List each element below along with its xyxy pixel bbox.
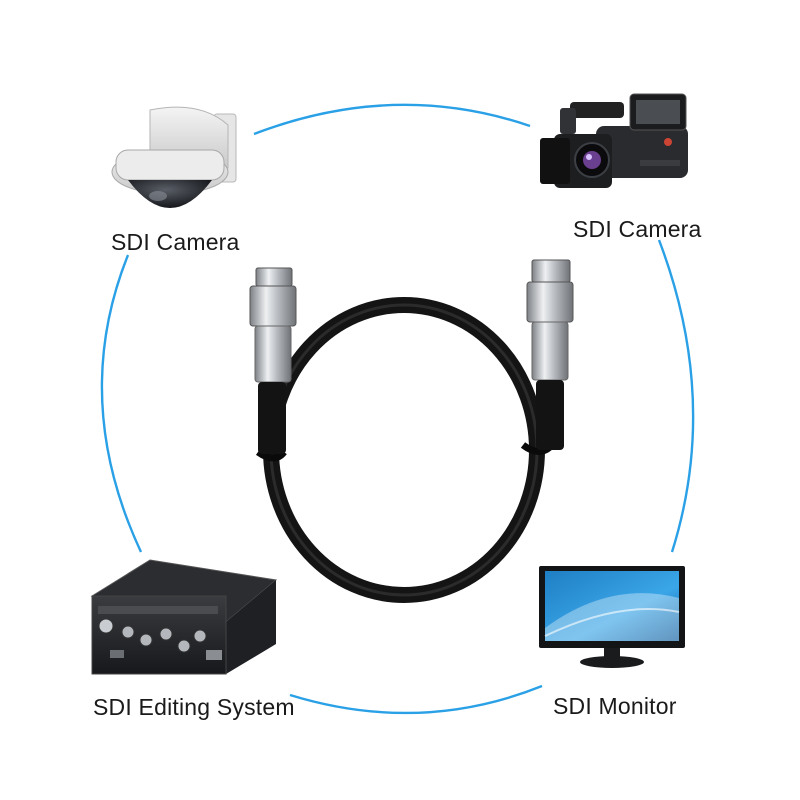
right-bnc-connector	[526, 259, 574, 450]
label-editing-system: SDI Editing System	[93, 694, 295, 720]
ring-arc-left	[100, 254, 143, 553]
editing-system-icon	[90, 559, 278, 675]
label-monitor: SDI Monitor	[553, 693, 677, 719]
bnc-cable-icon	[249, 259, 574, 603]
label-camcorder: SDI Camera	[573, 216, 702, 242]
monitor-icon	[539, 566, 685, 668]
label-dome-camera: SDI Camera	[111, 229, 240, 255]
dome-camera-icon	[111, 106, 237, 208]
connection-ring	[100, 103, 695, 715]
ring-arc-top	[253, 103, 531, 136]
ring-arc-right	[657, 239, 695, 553]
left-bnc-connector	[249, 267, 297, 454]
camcorder-icon	[540, 93, 688, 188]
ring-arc-bottom	[289, 684, 543, 715]
